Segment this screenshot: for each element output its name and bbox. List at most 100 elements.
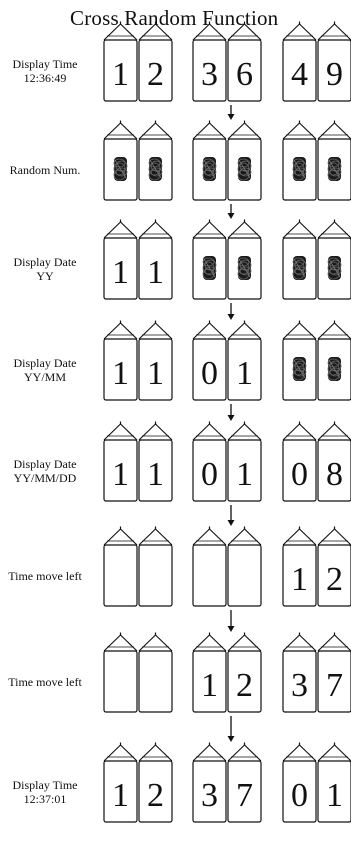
nixie-tube-icon (282, 120, 317, 201)
scrambled-digit-icon (237, 256, 252, 280)
step-label-line1: Display Date (13, 355, 77, 370)
nixie-tube-icon: 2 (227, 632, 262, 713)
scrambled-digit-icon (113, 157, 128, 181)
step-label: Random Num. (0, 163, 90, 177)
nixie-tube-icon (227, 219, 262, 300)
nixie-tube-icon (317, 219, 351, 300)
nixie-tube-icon: 1 (103, 320, 138, 401)
nixie-tube-icon (192, 219, 227, 300)
tube-digit: 9 (326, 56, 343, 93)
nixie-tube-icon: 0 (282, 742, 317, 823)
nixie-tube-icon: 2 (138, 21, 173, 102)
step-label-line2: YY/MM/DD (13, 470, 77, 485)
step-label-line1: Display Time (12, 56, 78, 71)
nixie-tube-icon (282, 320, 317, 401)
tube-digit: 0 (201, 355, 218, 392)
tube-digit: 2 (236, 667, 253, 704)
tube-digit: 6 (236, 56, 253, 93)
tube-digit: 3 (201, 777, 218, 814)
nixie-tube-icon: 0 (192, 421, 227, 502)
nixie-tube-icon (138, 526, 173, 607)
nixie-tube-icon: 8 (317, 421, 351, 502)
scrambled-digit-icon (292, 357, 307, 381)
nixie-tube-icon: 1 (103, 21, 138, 102)
nixie-tube-icon (138, 632, 173, 713)
nixie-tube-icon (227, 526, 262, 607)
nixie-tube-icon (103, 120, 138, 201)
scrambled-digit-icon (202, 157, 217, 181)
tube-digit: 1 (201, 667, 218, 704)
nixie-tube-icon: 3 (192, 21, 227, 102)
nixie-tube-icon: 1 (103, 742, 138, 823)
nixie-tube-icon: 0 (192, 320, 227, 401)
tube-digit: 4 (291, 56, 308, 93)
scrambled-digit-icon (327, 157, 342, 181)
nixie-tube-icon: 9 (317, 21, 351, 102)
tube-digit: 1 (112, 254, 129, 291)
tube-digit: 1 (236, 355, 253, 392)
step-label-line2: YY/MM (23, 369, 66, 384)
down-arrow-icon (227, 716, 235, 742)
scrambled-digit-icon (327, 357, 342, 381)
tube-digit: 7 (236, 777, 253, 814)
nixie-tube-icon: 7 (317, 632, 351, 713)
tube-digit: 2 (147, 777, 164, 814)
step-label: Time move left (0, 675, 90, 689)
tube-digit: 1 (112, 777, 129, 814)
diagram-title: Cross Random Function (70, 6, 279, 30)
nixie-tube-icon (317, 120, 351, 201)
down-arrow-icon (227, 505, 235, 526)
tube-digit: 1 (147, 355, 164, 392)
step-label: Time move left (0, 569, 90, 583)
step-label-line1: Display Time (12, 777, 78, 792)
nixie-tube-icon (103, 526, 138, 607)
nixie-tube-icon: 1 (282, 526, 317, 607)
tube-digit: 1 (236, 456, 253, 493)
scrambled-digit-icon (148, 157, 163, 181)
tube-digit: 1 (112, 456, 129, 493)
step-label-line1: Display Date (13, 456, 77, 471)
nixie-tube-icon (317, 320, 351, 401)
nixie-tube-icon: 4 (282, 21, 317, 102)
tube-digit: 0 (291, 777, 308, 814)
tube-digit: 1 (326, 777, 343, 814)
nixie-tube-icon (103, 632, 138, 713)
nixie-tube-icon (227, 120, 262, 201)
tube-digit: 2 (147, 56, 164, 93)
tube-digit: 3 (201, 56, 218, 93)
tube-digit: 1 (112, 56, 129, 93)
down-arrow-icon (227, 404, 235, 421)
nixie-tube-icon: 1 (138, 421, 173, 502)
nixie-tube-icon: 6 (227, 21, 262, 102)
nixie-tube-icon: 2 (138, 742, 173, 823)
nixie-tube-icon: 0 (282, 421, 317, 502)
down-arrow-icon (227, 204, 235, 219)
tube-digit: 1 (147, 254, 164, 291)
down-arrow-icon (227, 105, 235, 120)
tube-digit: 0 (291, 456, 308, 493)
nixie-tube-icon (138, 120, 173, 201)
nixie-tube-icon: 3 (282, 632, 317, 713)
step-label-line1: Random Num. (9, 162, 81, 177)
step-label-line2: 12:37:01 (23, 791, 67, 806)
scrambled-digit-icon (292, 157, 307, 181)
step-label-line1: Display Date (13, 254, 77, 269)
nixie-tube-icon: 1 (227, 320, 262, 401)
down-arrow-icon (227, 610, 235, 632)
scrambled-digit-icon (237, 157, 252, 181)
nixie-tube-icon: 2 (317, 526, 351, 607)
step-label-line1: Time move left (8, 674, 82, 689)
nixie-tube-icon: 1 (317, 742, 351, 823)
nixie-tube-icon: 3 (192, 742, 227, 823)
nixie-tube-icon (192, 526, 227, 607)
step-label-line2: YY (36, 268, 54, 283)
scrambled-digit-icon (292, 256, 307, 280)
tube-digit: 0 (201, 456, 218, 493)
tube-digit: 1 (147, 456, 164, 493)
